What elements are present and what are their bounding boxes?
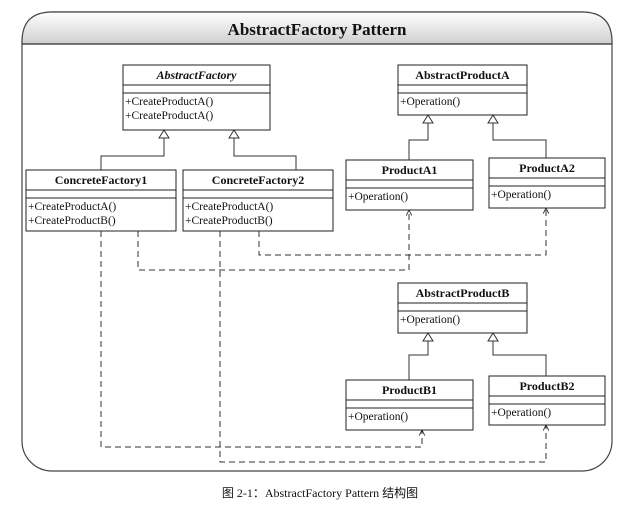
class-box-product-a1: ProductA1 +Operation(): [345, 159, 474, 211]
class-box-border: [25, 169, 177, 232]
class-box-product-b1: ProductB1 +Operation(): [345, 379, 474, 431]
inheritance-connectors: [100, 114, 547, 380]
class-method: +CreateProductA(): [125, 96, 213, 108]
inheritance-arrowhead: [422, 114, 434, 124]
class-name: AbstractFactory: [156, 68, 238, 82]
class-name: ProductB1: [382, 383, 437, 397]
class-name: ProductB2: [519, 379, 574, 393]
class-box-border: [488, 375, 606, 426]
inheritance-line: [492, 338, 547, 376]
class-box-border: [488, 157, 606, 209]
class-method: +Operation(): [400, 96, 460, 108]
class-name: AbstractProductB: [416, 286, 510, 300]
class-method: +Operation(): [348, 411, 408, 423]
class-box-border: [397, 282, 528, 334]
class-box-abstract-product-b: AbstractProductB +Operation(): [397, 282, 528, 334]
class-method: +Operation(): [491, 189, 551, 201]
inheritance-arrowhead: [228, 129, 240, 139]
diagram-title: AbstractFactory Pattern: [228, 20, 407, 39]
class-box-product-a2: ProductA2 +Operation(): [488, 157, 606, 209]
inheritance-arrowhead: [487, 332, 499, 342]
class-method: +CreateProductB(): [185, 215, 273, 227]
inheritance-arrowhead: [158, 129, 170, 139]
class-method: +Operation(): [400, 314, 460, 326]
class-method: +CreateProductA(): [28, 201, 116, 213]
class-method: +CreateProductA(): [125, 110, 213, 122]
inheritance-line: [408, 120, 429, 160]
class-box-border: [122, 64, 271, 131]
class-box-concrete-factory-1: ConcreteFactory1 +CreateProductA() +Create…: [25, 169, 177, 232]
class-box-border: [345, 159, 474, 211]
class-box-border: [182, 169, 334, 232]
title-bar: [21, 11, 613, 45]
inheritance-line: [233, 135, 297, 170]
class-box-border: [397, 64, 528, 116]
class-name: ConcreteFactory1: [55, 173, 147, 187]
class-method: +CreateProductA(): [185, 201, 273, 213]
dependency-line: [219, 231, 546, 463]
inheritance-arrowhead: [422, 332, 434, 342]
inheritance-line: [492, 120, 547, 158]
class-box-concrete-factory-2: ConcreteFactory2 +CreateProductA() +Create…: [182, 169, 334, 232]
figure-caption: 图 2-1：AbstractFactory Pattern 结构图: [221, 486, 419, 500]
class-box-abstract-factory: AbstractFactory +CreateProductA() +CreateP…: [122, 64, 271, 131]
class-name: ProductA2: [519, 161, 575, 175]
class-method: +Operation(): [348, 191, 408, 203]
dependency-connectors: [100, 208, 546, 463]
dependency-line: [137, 210, 409, 271]
dependency-line: [100, 231, 422, 448]
class-box-product-b2: ProductB2 +Operation(): [488, 375, 606, 426]
inheritance-line: [100, 135, 165, 170]
class-box-abstract-product-a: AbstractProductA +Operation(): [397, 64, 528, 116]
class-name: ConcreteFactory2: [212, 173, 304, 187]
inheritance-line: [408, 338, 429, 380]
class-method: +Operation(): [491, 407, 551, 419]
inheritance-arrowhead: [487, 114, 499, 124]
class-box-border: [345, 379, 474, 431]
class-name: ProductA1: [382, 163, 438, 177]
class-name: AbstractProductA: [415, 68, 510, 82]
dependency-line: [258, 208, 546, 256]
class-method: +CreateProductB(): [28, 215, 116, 227]
